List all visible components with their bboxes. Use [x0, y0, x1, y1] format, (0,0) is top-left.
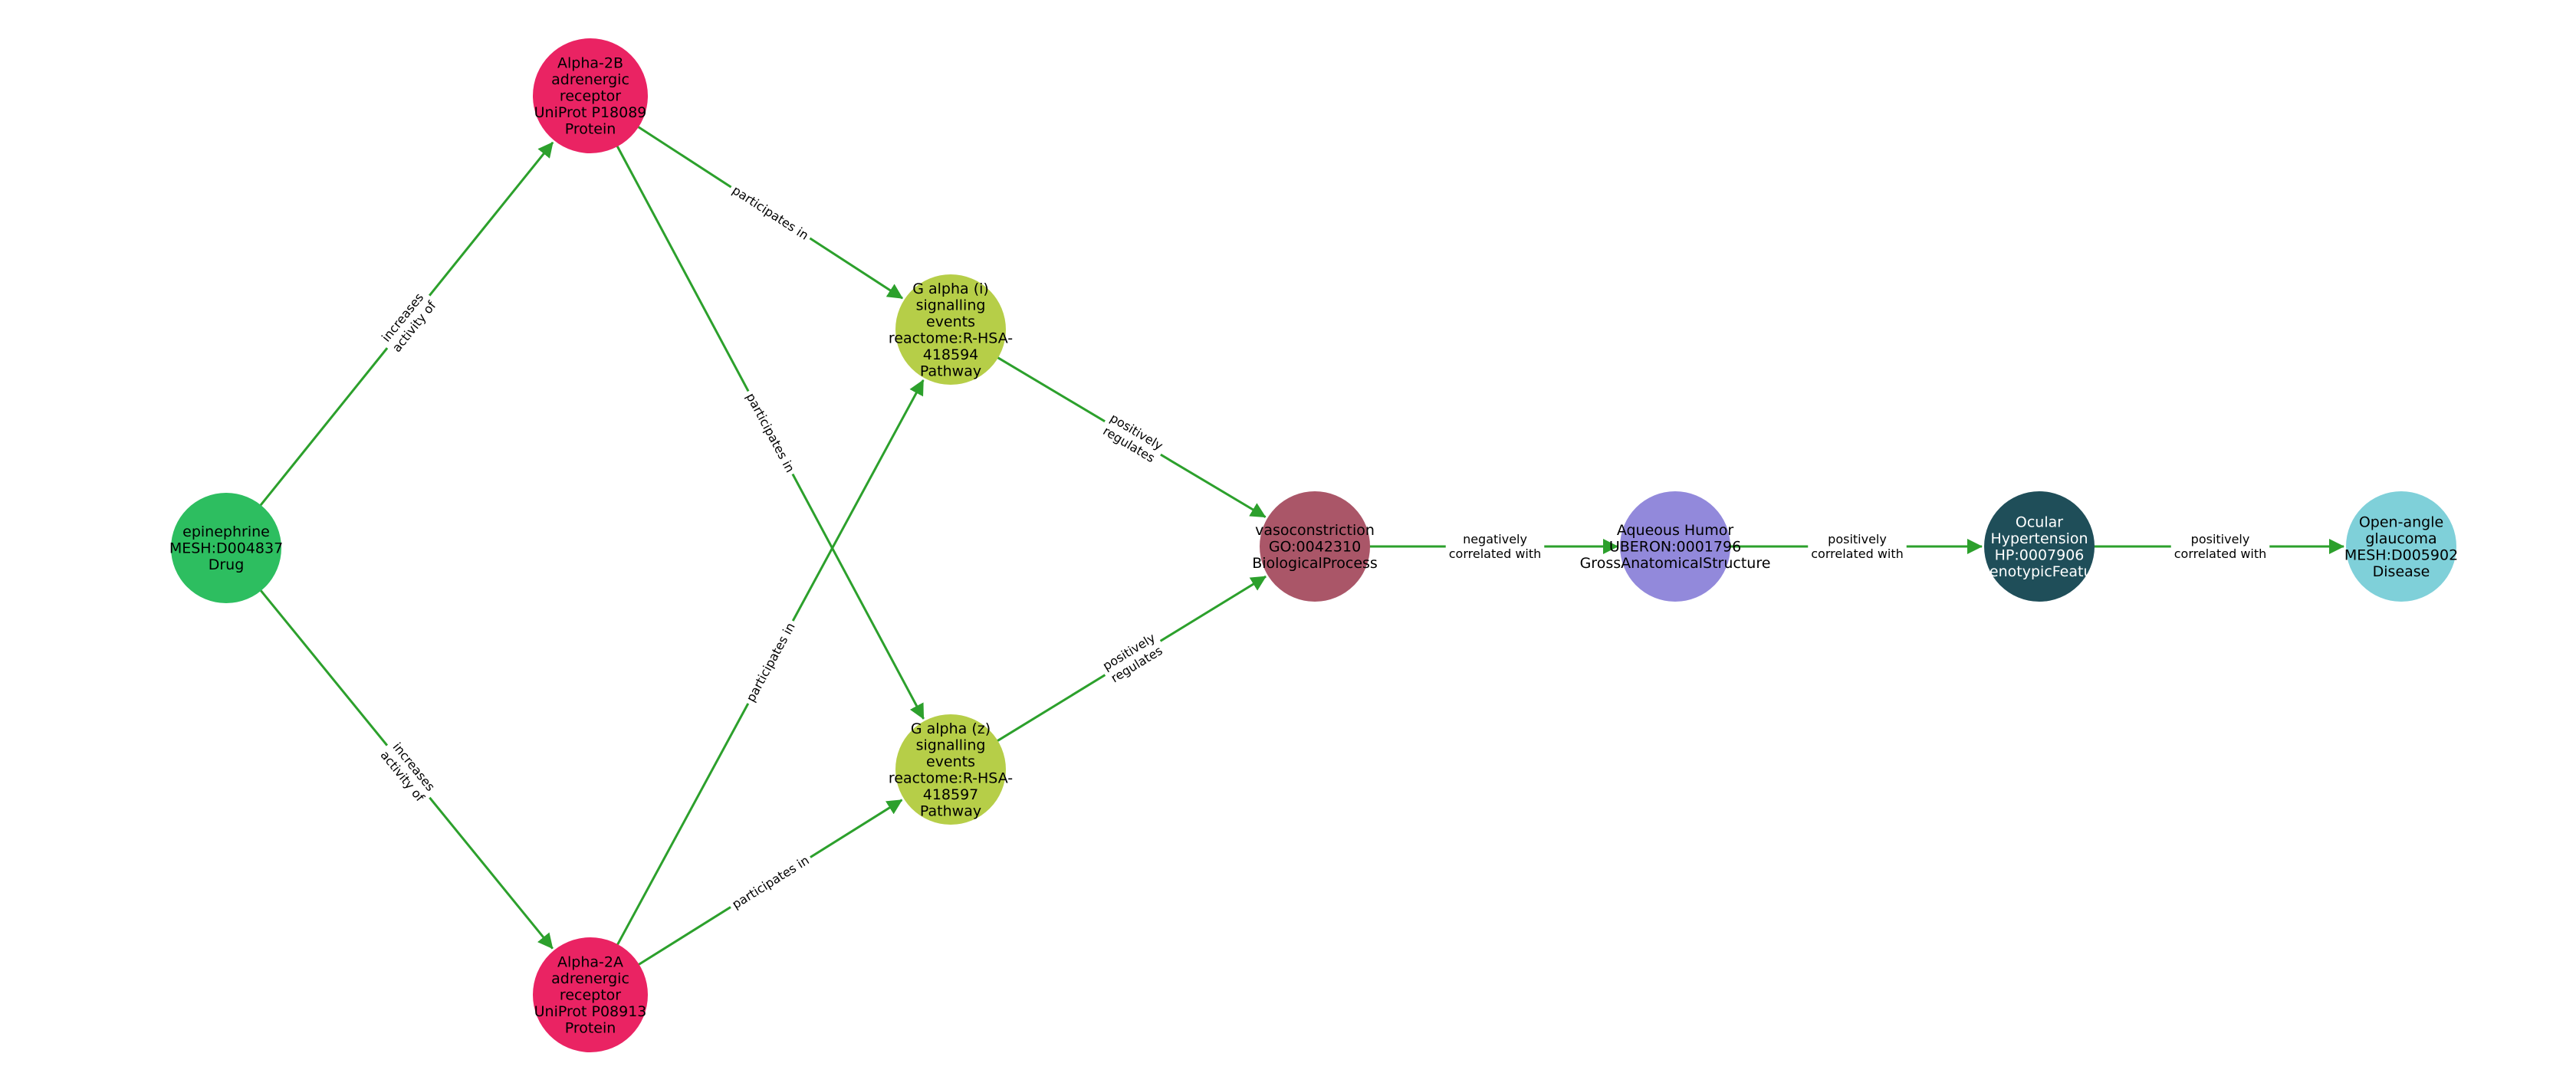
- node-circle-galpha_z[interactable]: [895, 714, 1006, 825]
- edge-label-epinephrine-alpha2b: increasesactivity of: [374, 285, 442, 359]
- node-circle-alpha2b[interactable]: [533, 38, 648, 153]
- node-circle-galpha_i[interactable]: [895, 274, 1006, 385]
- edge-label-bg: [740, 616, 801, 708]
- edge-label-bg: [2170, 530, 2270, 563]
- node-circle-vasoconstriction[interactable]: [1260, 491, 1370, 602]
- node-circle-epinephrine[interactable]: [171, 493, 281, 603]
- node-circle-aqueous_humor[interactable]: [1620, 491, 1730, 602]
- node-circle-open_angle_glaucoma[interactable]: [2346, 491, 2456, 602]
- edge-label-bg: [725, 849, 816, 915]
- edge-label-bg: [740, 387, 800, 479]
- edge-label-bg: [1096, 407, 1169, 469]
- node-circle-alpha2a[interactable]: [533, 937, 648, 1052]
- edge-label-alpha2a-galpha_z: participates in: [725, 849, 816, 915]
- edge-label-alpha2b-galpha_i: participates in: [726, 179, 815, 246]
- edge-label-alpha2a-galpha_i: participates in: [740, 616, 801, 708]
- edge-label-galpha_z-vasoconstriction: positivelyregulates: [1096, 627, 1169, 689]
- edge-label-bg: [1096, 627, 1169, 689]
- edge-label-text: participates in: [730, 182, 811, 242]
- edge-label-text: participates in: [743, 620, 797, 704]
- edge-label-galpha_i-vasoconstriction: positivelyregulates: [1096, 407, 1169, 469]
- node-circle-ocular_hypertension[interactable]: [1984, 491, 2095, 602]
- edge-label-bg: [374, 285, 442, 359]
- edge-label-bg: [1808, 530, 1907, 563]
- edge-label-text: participates in: [744, 391, 798, 475]
- edge-label-epinephrine-alpha2a: increasesactivity of: [374, 735, 442, 809]
- edge-label-bg: [374, 735, 442, 809]
- edge-label-bg: [1445, 530, 1545, 563]
- edge-label-alpha2b-galpha_z: participates in: [740, 387, 800, 479]
- edge-label-bg: [726, 179, 815, 246]
- edge-label-text: participates in: [729, 853, 811, 912]
